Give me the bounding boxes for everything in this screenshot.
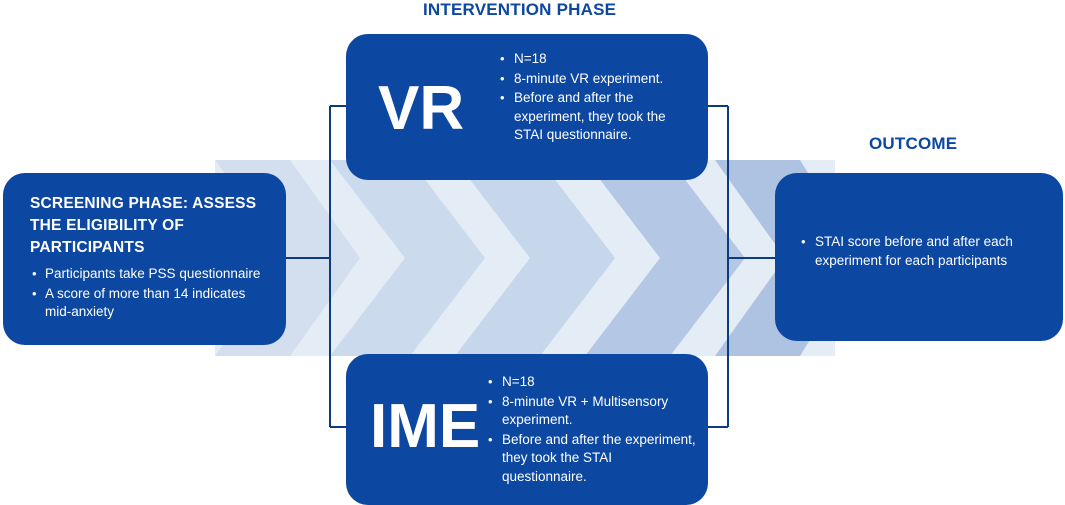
vr-bullet: 8-minute VR experiment. bbox=[498, 70, 698, 89]
ime-bullet: Before and after the experiment, they to… bbox=[486, 431, 698, 487]
outcome-bullet-list: STAI score before and after each experim… bbox=[799, 233, 1051, 271]
screening-phase-box: SCREENING PHASE: ASSESS THE ELIGIBILITY … bbox=[3, 173, 286, 345]
screening-bullet: Participants take PSS questionnaire bbox=[30, 265, 272, 284]
vr-bullet: N=18 bbox=[498, 50, 698, 69]
connector-lines bbox=[286, 105, 775, 428]
screening-phase-title: SCREENING PHASE: ASSESS THE ELIGIBILITY … bbox=[30, 195, 257, 256]
screening-bullet: A score of more than 14 indicates mid-an… bbox=[30, 285, 272, 322]
outcome-box: STAI score before and after each experim… bbox=[775, 173, 1063, 341]
outcome-bullet: STAI score before and after each experim… bbox=[799, 233, 1051, 270]
ime-bullet: N=18 bbox=[486, 373, 698, 392]
chevron-arrow bbox=[330, 160, 485, 356]
ime-bullet: 8-minute VR + Multisensory experiment. bbox=[486, 393, 698, 430]
vr-bullet-list: N=18 8-minute VR experiment. Before and … bbox=[498, 50, 698, 146]
outcome-heading: OUTCOME bbox=[869, 134, 958, 153]
vr-intervention-box: VR N=18 8-minute VR experiment. Before a… bbox=[346, 34, 708, 180]
intervention-phase-heading: INTERVENTION PHASE bbox=[423, 0, 617, 19]
ime-bullet-list: N=18 8-minute VR + Multisensory experime… bbox=[486, 373, 698, 487]
chevron-arrow bbox=[585, 160, 745, 356]
vr-label: VR bbox=[378, 74, 465, 143]
screening-bullet-list: Participants take PSS questionnaire A sc… bbox=[30, 265, 272, 322]
ime-label: IME bbox=[370, 392, 481, 461]
vr-bullet: Before and after the experiment, they to… bbox=[498, 89, 698, 145]
ime-intervention-box: IME N=18 8-minute VR + Multisensory expe… bbox=[346, 354, 708, 505]
chevron-arrow bbox=[455, 160, 615, 356]
